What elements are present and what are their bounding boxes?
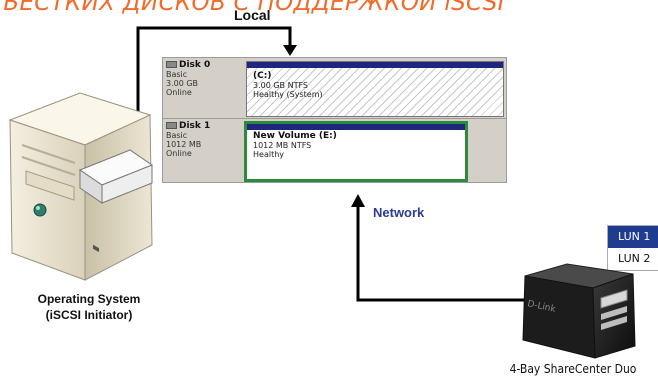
volume-bar [247,124,465,130]
local-label: Local [234,7,271,23]
disk-size: 1012 MB [166,140,202,149]
lun-item-1[interactable]: LUN 1 [608,226,658,248]
disk-icon [166,122,177,129]
volume-health: Healthy (System) [253,90,323,99]
os-caption-line1: Operating System [37,292,141,306]
local-arrow-head [283,45,297,56]
disk-status: Online [166,149,192,158]
server-computer-icon [8,92,154,281]
volume-e[interactable]: New Volume (E:) 1012 MB NTFS Healthy [244,121,468,182]
lun-list: LUN 1 LUN 2 [607,225,658,271]
disk-info: Disk 1 Basic 1012 MB Online [166,121,238,158]
disk-status: Online [166,88,192,97]
volume-bar [247,62,503,68]
nas-caption: 4-Bay ShareCenter Duo [509,362,637,376]
disk-type: Basic [166,70,188,79]
disk-info: Disk 0 Basic 3.00 GB Online [166,60,238,97]
volume-detail: 3.00 GB NTFS [253,81,308,90]
page-title: ЪЕСТКИХ ДИСКОВ С ПОДДЕРЖКОЙ iSCSI [0,0,505,16]
volume-name: (C:) [253,71,272,81]
nas-device-icon: D-Link [522,263,636,359]
network-arrow-head [351,194,365,207]
volume-c[interactable]: (C:) 3.00 GB NTFS Healthy (System) [246,61,504,117]
disk-row[interactable]: Disk 0 Basic 3.00 GB Online (C:) 3.00 GB… [163,58,506,119]
network-arrow [356,204,540,302]
disk-row[interactable]: Disk 1 Basic 1012 MB Online New Volume (… [163,119,506,182]
os-caption-line2: (iSCSI Initiator) [45,308,133,322]
network-label: Network [373,205,425,220]
volume-health: Healthy [253,150,285,159]
disk-type: Basic [166,131,188,140]
lun-item-2[interactable]: LUN 2 [618,252,651,265]
volume-name: New Volume (E:) [253,131,337,141]
disk-name: Disk 0 [179,60,211,70]
disk-name: Disk 1 [179,121,211,131]
os-caption: Operating System (iSCSI Initiator) [14,291,164,323]
disk-size: 3.00 GB [166,79,199,88]
disk-management-panel: Disk 0 Basic 3.00 GB Online (C:) 3.00 GB… [162,57,507,183]
volume-detail: 1012 MB NTFS [253,141,312,150]
disk-icon [166,61,177,68]
